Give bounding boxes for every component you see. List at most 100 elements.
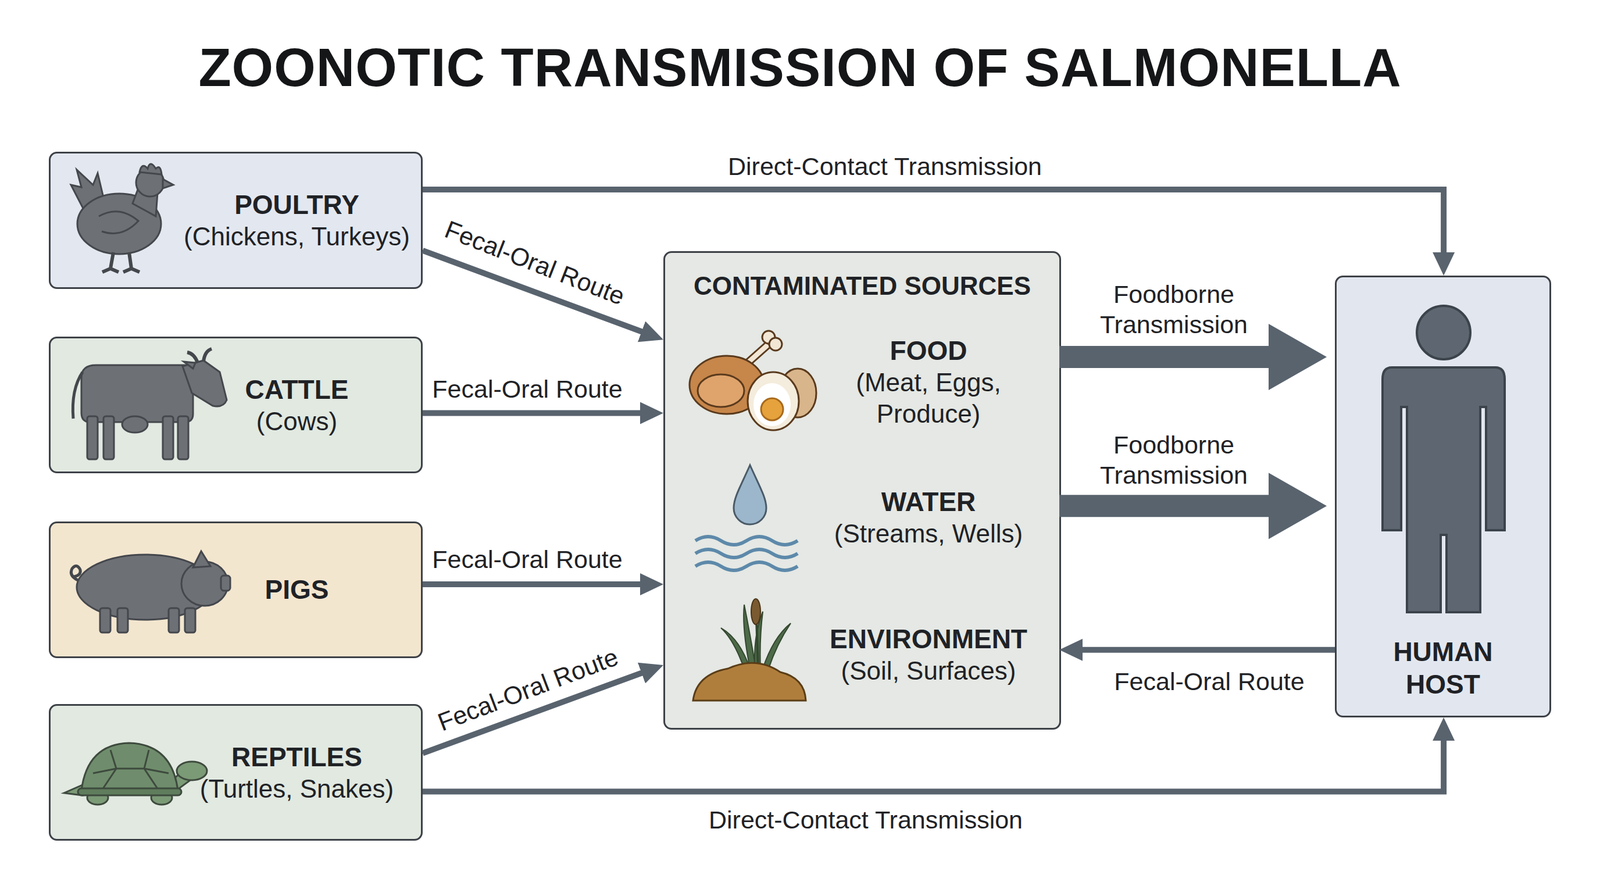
connector-arrow (1070, 647, 1335, 653)
chicken-body (77, 193, 162, 255)
turtle-leg (151, 790, 173, 805)
egg-whole (779, 368, 817, 418)
cow-head (182, 360, 227, 407)
node-subtext: (Soil, Surfaces) (841, 655, 1017, 687)
pig-snout (220, 575, 231, 591)
water-drop (733, 465, 767, 525)
egg-yolk (761, 398, 784, 421)
food-icon (689, 330, 817, 431)
human-host-box: HUMAN HOST (1334, 275, 1552, 718)
node-subtext: (Chickens, Turkeys) (183, 220, 410, 253)
node-heading: ENVIRONMENT (829, 622, 1028, 656)
connector-arrow (422, 669, 653, 754)
pig-leg (117, 608, 128, 633)
chicken-wing (98, 211, 139, 234)
person-head (1416, 305, 1471, 360)
cow-horns (187, 348, 212, 363)
edge-label: Fecal-Oral Route (433, 641, 623, 738)
edge-label: Fecal-Oral Route (440, 213, 630, 312)
contaminated-sources-panel: CONTAMINATED SOURCES FOOD(Meat, Eggs, Pro… (663, 251, 1062, 730)
person-body (1382, 367, 1505, 613)
edges-group (422, 189, 1444, 792)
cow-body (81, 365, 194, 423)
cattail-head (751, 598, 761, 625)
pig-head (181, 561, 228, 606)
water-waves (695, 536, 798, 571)
chicken-tail (70, 169, 104, 217)
turtle-neck (168, 768, 192, 792)
egg-white (753, 383, 791, 427)
ham-bone-knob (762, 330, 775, 344)
connector-arrow (422, 410, 652, 417)
transmission-arrow (1059, 323, 1327, 391)
cow-leg (162, 416, 174, 460)
soil-mound (693, 662, 806, 701)
turtle-tail (63, 784, 83, 796)
turtle-shell-rim (77, 788, 182, 796)
node-heading: CONTAMINATED SOURCES (693, 270, 1031, 302)
node-heading: REPTILES (231, 740, 363, 774)
connector-arrow (422, 189, 1444, 264)
diagram-title: ZOONOTIC TRANSMISSION OF SALMONELLA (0, 38, 1600, 98)
node-heading: CATTLE (244, 373, 349, 406)
pig-body (76, 554, 214, 620)
source-row: WATER(Streams, Wells) (665, 466, 1060, 569)
turtle-shell (81, 743, 178, 791)
cow-ear (183, 361, 196, 369)
animal-source-box: REPTILES(Turtles, Snakes) (48, 704, 423, 841)
connector-arrow (422, 729, 1444, 792)
animal-source-box: CATTLE(Cows) (48, 336, 423, 474)
pig-icon (70, 551, 231, 633)
ham-cut (697, 374, 745, 407)
connector-arrow (422, 581, 652, 588)
node-heading: POULTRY (234, 188, 360, 221)
cow-leg (177, 416, 189, 460)
node-subtext: (Turtles, Snakes) (200, 773, 394, 805)
chicken-comb (139, 163, 162, 175)
pig-tail (70, 565, 81, 581)
node-subtext: (Streams, Wells) (834, 518, 1023, 550)
pig-leg (168, 608, 180, 633)
edge-label: Direct-Contact Transmission (708, 804, 1023, 835)
cow-icon (72, 348, 227, 460)
edge-label: Fecal-Oral Route (431, 544, 623, 575)
pig-leg (100, 608, 111, 633)
turtle-head (176, 761, 207, 781)
chicken-head (136, 168, 164, 197)
connector-arrow (422, 250, 653, 336)
environment-icon (693, 598, 806, 701)
transmission-arrow (1059, 472, 1327, 539)
turtle-icon (63, 743, 207, 805)
turtle-leg (87, 790, 109, 805)
node-heading: WATER (881, 485, 977, 519)
chicken-legs (102, 252, 140, 273)
chicken-neck (132, 184, 159, 217)
node-subtext: (Cows) (256, 405, 338, 438)
cattail-stem (755, 602, 759, 669)
animal-source-box: POULTRY(Chickens, Turkeys) (48, 151, 423, 289)
water-icon (695, 465, 798, 571)
source-row: ENVIRONMENT(Soil, Surfaces) (665, 603, 1060, 706)
cow-udder (122, 416, 148, 433)
ham (689, 355, 764, 414)
turtle-shell-pattern (93, 750, 169, 790)
node-heading: FOOD (890, 334, 968, 367)
edge-label: Fecal-Oral Route (1113, 666, 1305, 697)
animal-source-box: PIGS (48, 521, 423, 659)
ham-bone-knob (769, 337, 782, 351)
cow-tail (72, 372, 83, 419)
title-layer: ZOONOTIC TRANSMISSION OF SALMONELLA (0, 38, 1600, 98)
pig-leg (184, 608, 196, 633)
node-subtext: (Meat, Eggs, Produce) (823, 366, 1034, 430)
edge-label: Direct-Contact Transmission (727, 151, 1042, 182)
edge-label: Foodborne Transmission (1089, 279, 1259, 341)
cow-leg (103, 416, 114, 460)
node-heading: PIGS (265, 573, 330, 606)
ham-bone (745, 341, 771, 366)
egg-half (747, 372, 799, 431)
grass-blades (720, 604, 791, 669)
chicken-icon (70, 163, 174, 273)
pig-ear (193, 551, 211, 568)
